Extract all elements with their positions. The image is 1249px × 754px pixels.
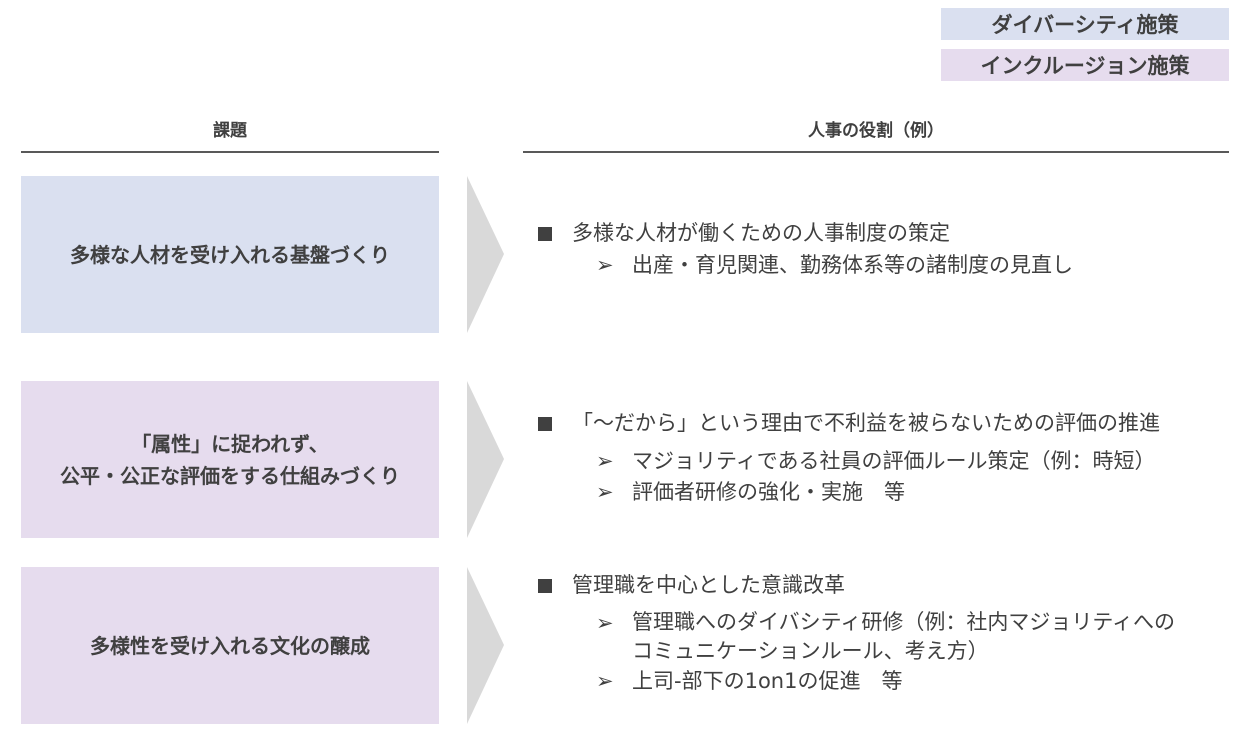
chevron-arrow-icon	[467, 381, 504, 538]
role-sub: マジョリティである社員の評価ルール策定（例：時短）	[632, 448, 1156, 473]
issue-box: 多様な人材を受け入れる基盤づくり	[21, 176, 439, 333]
legend-diversity: ダイバーシティ施策	[941, 8, 1229, 40]
issue-text: 公平・公正な評価をする仕組みづくり	[60, 463, 400, 488]
issue-text: 「属性」に捉われず、	[131, 431, 329, 456]
arrow-bullet-icon: ➢	[596, 480, 614, 504]
role-content: 管理職を中心とした意識改革 ➢ 管理職へのダイバシティ研修（例：社内マジョリティへ…	[538, 570, 1175, 698]
role-content: 「～だから」という理由で不利益を被らないための評価の推進 ➢ マジョリティである社…	[538, 408, 1160, 509]
issue-box: 「属性」に捉われず、公平・公正な評価をする仕組みづくり	[21, 381, 439, 538]
role-sub: 上司-部下の1on1の促進 等	[632, 669, 903, 694]
role-sub: 評価者研修の強化・実施 等	[632, 480, 905, 504]
issue-text: 多様性を受け入れる文化の醸成	[90, 633, 370, 658]
legend-inclusion: インクルージョン施策	[941, 49, 1229, 81]
role-sub: 出産・育児関連、勤務体系等の諸制度の見直し	[632, 252, 1073, 277]
role-main: 管理職を中心とした意識改革	[572, 573, 845, 597]
square-bullet-icon	[538, 578, 552, 593]
issue-box: 多様性を受け入れる文化の醸成	[21, 567, 439, 724]
arrow-bullet-icon: ➢	[596, 448, 614, 473]
chevron-arrow-icon	[467, 567, 504, 724]
header-divider	[523, 151, 1229, 153]
arrow-bullet-icon: ➢	[596, 252, 614, 277]
role-main: 多様な人材が働くための人事制度の策定	[572, 221, 950, 245]
chevron-arrow-icon	[467, 176, 504, 333]
header-divider	[21, 151, 439, 153]
role-main: 「～だから」という理由で不利益を被らないための評価の推進	[572, 411, 1160, 435]
role-content: 多様な人材が働くための人事制度の策定 ➢ 出産・育児関連、勤務体系等の諸制度の見直…	[538, 218, 1073, 281]
issue-text: 多様な人材を受け入れる基盤づくり	[70, 242, 390, 267]
arrow-bullet-icon: ➢	[596, 610, 614, 635]
arrow-bullet-icon: ➢	[596, 669, 614, 694]
square-bullet-icon	[538, 416, 552, 431]
role-sub: 管理職へのダイバシティ研修（例：社内マジョリティへの コミュニケーションルール、…	[632, 609, 1176, 663]
header-issue: 課題	[213, 121, 247, 141]
header-role: 人事の役割（例）	[808, 121, 944, 141]
square-bullet-icon	[538, 226, 552, 241]
